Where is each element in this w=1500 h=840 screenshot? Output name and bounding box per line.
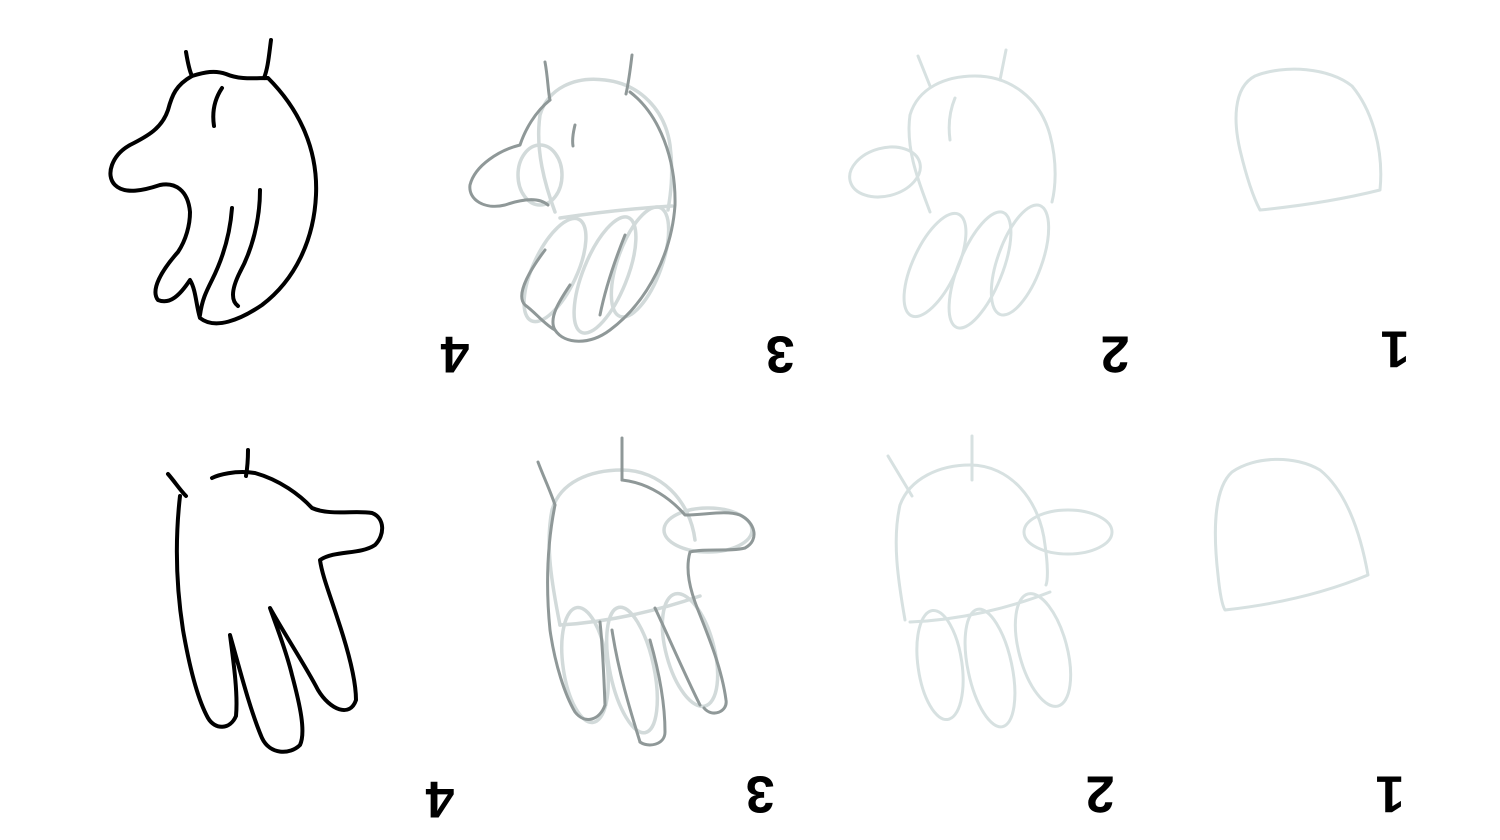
svg-text:1: 1 — [1376, 764, 1405, 822]
bottom-step-1-number: 1 — [1376, 764, 1405, 822]
bottom-step-3-drawing — [536, 436, 756, 747]
bottom-step-4-number: 4 — [425, 769, 454, 827]
svg-text:3: 3 — [766, 324, 795, 382]
top-step-4-drawing — [108, 38, 319, 326]
top-step-1-drawing — [1234, 67, 1383, 212]
top-step-2-drawing — [848, 48, 1057, 330]
top-step-3-number: 3 — [766, 324, 795, 382]
svg-text:2: 2 — [1086, 764, 1115, 822]
top-step-1-number: 1 — [1381, 319, 1410, 377]
svg-text:2: 2 — [1101, 324, 1130, 382]
bottom-step-3-number: 3 — [746, 764, 775, 822]
bottom-step-4-drawing — [166, 448, 385, 754]
svg-text:3: 3 — [746, 764, 775, 822]
top-step-2-number: 2 — [1101, 324, 1130, 382]
top-step-3-drawing — [468, 53, 677, 343]
svg-text:1: 1 — [1381, 319, 1410, 377]
bottom-step-2-drawing — [886, 434, 1114, 729]
bottom-step-2-number: 2 — [1086, 764, 1115, 822]
top-step-4-number: 4 — [440, 324, 469, 382]
svg-text:4: 4 — [440, 324, 469, 382]
bottom-step-1-drawing — [1213, 457, 1370, 612]
svg-text:4: 4 — [425, 769, 454, 827]
